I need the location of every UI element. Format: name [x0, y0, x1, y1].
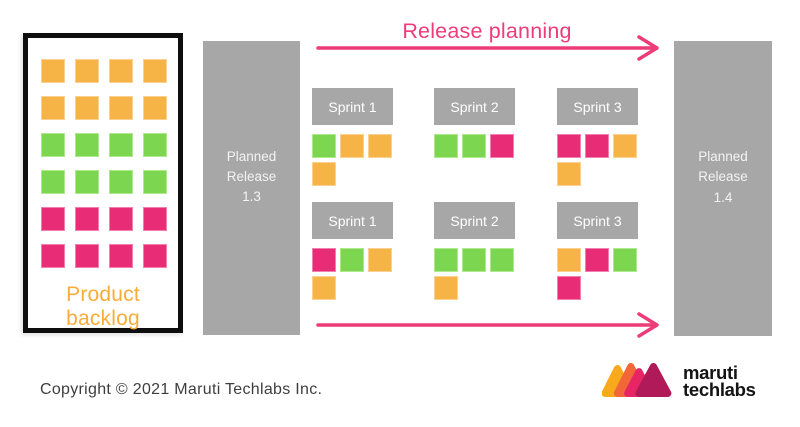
sprint-header: Sprint 2	[434, 88, 515, 125]
sprint-header: Sprint 1	[312, 88, 393, 125]
task-card-pink	[585, 248, 609, 272]
task-card-pink	[312, 248, 336, 272]
sprint-block: Sprint 2	[434, 202, 546, 300]
task-card-pink	[585, 134, 609, 158]
task-card-orange	[143, 96, 167, 120]
logo-wordmark: maruti techlabs	[683, 361, 756, 400]
sprint-header: Sprint 1	[312, 202, 393, 239]
task-card-orange	[75, 96, 99, 120]
release-line: Release	[698, 169, 748, 185]
sprint-task-row	[312, 162, 424, 186]
task-card-orange	[41, 96, 65, 120]
task-card-green	[41, 170, 65, 194]
sprint-task-row	[557, 276, 669, 300]
arrow-shape	[316, 312, 659, 338]
maruti-techlabs-logo: maruti techlabs	[602, 358, 756, 404]
task-card-pink	[41, 244, 65, 268]
task-card-orange	[368, 248, 392, 272]
backlog-grid	[41, 59, 167, 268]
task-card-green	[312, 134, 336, 158]
task-card-pink	[75, 207, 99, 231]
task-card-orange	[312, 162, 336, 186]
task-card-green	[340, 248, 364, 272]
task-card-orange	[557, 248, 581, 272]
sprint-task-row	[557, 248, 669, 272]
task-card-orange	[340, 134, 364, 158]
task-card-pink	[75, 244, 99, 268]
maruti-logo-icon	[602, 363, 672, 397]
sprint-block: Sprint 3	[557, 202, 669, 300]
sprint-task-row	[312, 276, 424, 300]
sprint-task-row	[312, 134, 424, 158]
task-card-green	[434, 134, 458, 158]
sprint-block: Sprint 1	[312, 88, 424, 186]
task-card-green	[462, 134, 486, 158]
task-card-orange	[368, 134, 392, 158]
task-card-green	[41, 133, 65, 157]
release-line: Planned	[698, 149, 748, 165]
release-planning-title: Release planning	[402, 19, 572, 43]
task-card-orange	[109, 59, 133, 83]
task-card-orange	[109, 96, 133, 120]
task-card-green	[613, 248, 637, 272]
backlog-label: Product backlog	[66, 283, 140, 330]
task-card-orange	[613, 134, 637, 158]
task-card-green	[490, 248, 514, 272]
release-line: Release	[226, 168, 277, 184]
sprint-task-row	[434, 134, 546, 158]
logo-word-2: techlabs	[683, 379, 756, 400]
task-card-green	[109, 133, 133, 157]
sprint-task-row	[312, 248, 424, 272]
task-card-green	[143, 133, 167, 157]
task-card-orange	[143, 59, 167, 83]
task-card-pink	[143, 207, 167, 231]
planned-release-1-4-bar: Planned Release 1.4	[674, 41, 772, 336]
task-card-orange	[312, 276, 336, 300]
task-card-pink	[109, 207, 133, 231]
task-card-green	[143, 170, 167, 194]
task-card-pink	[557, 134, 581, 158]
sprint-task-row	[557, 134, 669, 158]
release-planning-arrow-top	[316, 35, 659, 61]
task-card-green	[109, 170, 133, 194]
task-card-green	[434, 248, 458, 272]
release-planning-arrow-bottom	[316, 312, 659, 338]
task-card-orange	[41, 59, 65, 83]
task-card-pink	[109, 244, 133, 268]
sprint-task-row	[557, 162, 669, 186]
arrow-shape	[316, 35, 659, 61]
sprint-header: Sprint 2	[434, 202, 515, 239]
sprint-block: Sprint 2	[434, 88, 546, 186]
task-card-pink	[143, 244, 167, 268]
task-card-green	[75, 170, 99, 194]
task-card-green	[462, 248, 486, 272]
logo-word-1: maruti	[683, 361, 738, 383]
product-backlog-panel: Product backlog	[23, 33, 183, 333]
copyright-text: Copyright © 2021 Maruti Techlabs Inc.	[40, 381, 323, 398]
task-card-pink	[490, 134, 514, 158]
sprint-header: Sprint 3	[557, 202, 638, 239]
task-card-pink	[41, 207, 65, 231]
sprint-block: Sprint 1	[312, 202, 424, 300]
task-card-orange	[557, 162, 581, 186]
sprint-task-row	[434, 162, 546, 186]
release-line: Planned	[226, 148, 277, 164]
logo-triangle-magenta	[635, 363, 672, 397]
sprint-task-row	[434, 248, 546, 272]
release-line: 1.3	[242, 189, 261, 205]
sprint-header: Sprint 3	[557, 88, 638, 125]
planned-release-1-3-bar: Planned Release 1.3	[203, 41, 300, 335]
sprint-task-row	[434, 276, 546, 300]
task-card-orange	[434, 276, 458, 300]
task-card-pink	[557, 276, 581, 300]
task-card-green	[75, 133, 99, 157]
release-line: 1.4	[713, 189, 733, 205]
sprint-block: Sprint 3	[557, 88, 669, 186]
task-card-orange	[75, 59, 99, 83]
